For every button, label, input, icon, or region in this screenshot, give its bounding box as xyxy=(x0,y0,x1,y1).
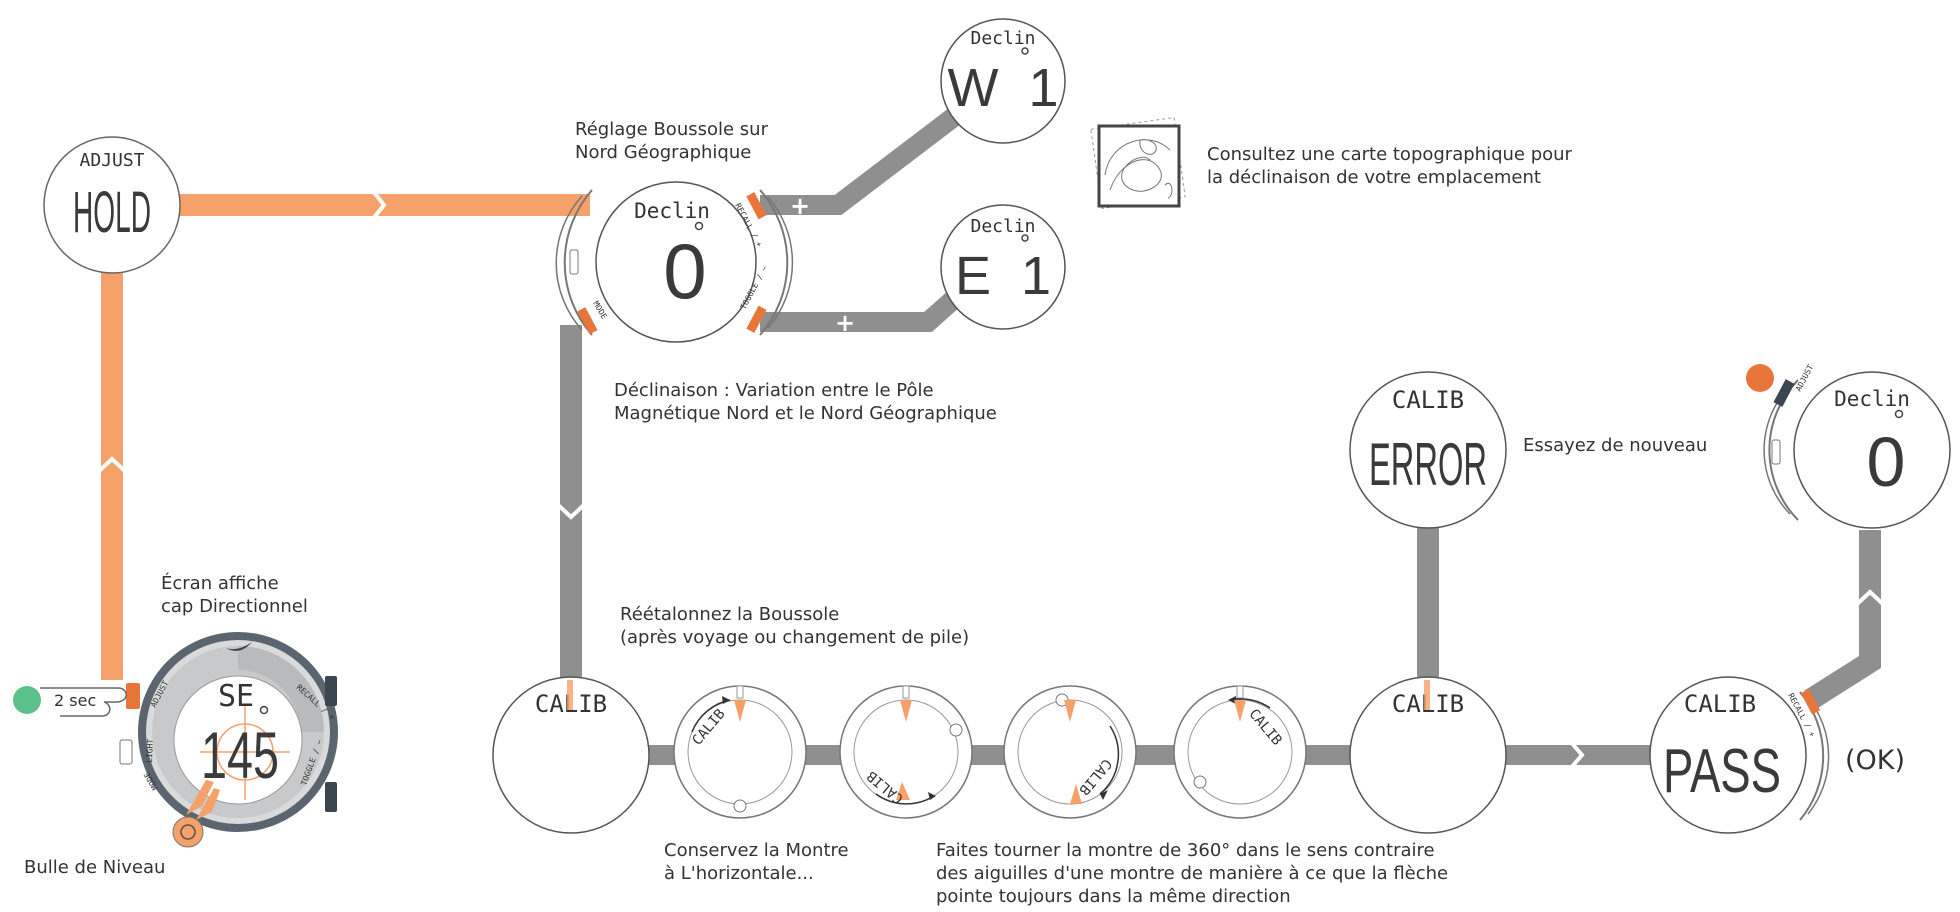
rotation-watch: CALIB xyxy=(839,685,973,819)
display-top-text: ADJUST xyxy=(79,150,144,171)
grey-path-vertical-left xyxy=(560,325,582,695)
grey-path-to-error xyxy=(1417,528,1439,683)
display-top-text: Declin xyxy=(970,216,1035,237)
heading-watch: ADJUST LIGHT MODE RECALL / + TOGGLE / − … xyxy=(119,632,338,848)
grey-path-to-w1 xyxy=(760,108,962,215)
display-top-text: Declin xyxy=(634,199,710,223)
finger-press-icon xyxy=(13,686,127,717)
flow-chevron xyxy=(95,456,129,475)
adjust-hold-display: ADJUST HOLD xyxy=(43,136,181,274)
label-consultez: Consultez une carte topographique pour l… xyxy=(1207,144,1572,188)
level-bubble-icon xyxy=(172,816,204,848)
recall-button-marker xyxy=(1800,689,1821,715)
calib-start-display: CALIB xyxy=(492,676,650,834)
green-press-dot xyxy=(13,686,41,714)
orange-press-dot xyxy=(1746,364,1774,392)
label-faites: Faites tourner la montre de 360° dans le… xyxy=(936,840,1449,907)
label-two-sec: 2 sec xyxy=(54,691,97,710)
heading-value: 145 xyxy=(201,718,279,792)
plus-sign: + xyxy=(790,192,810,220)
heading-direction: SE xyxy=(218,679,254,714)
rotation-watch: CALIB xyxy=(1003,685,1137,819)
label-ecran: Écran affiche cap Directionnel xyxy=(161,573,308,617)
recall-button-marker xyxy=(746,192,767,220)
grey-path-to-final xyxy=(1804,530,1881,710)
grey-path-to-e1 xyxy=(760,290,962,332)
flow-chevron xyxy=(554,501,588,520)
flow-chevron xyxy=(1568,739,1585,771)
display-main-text: HOLD xyxy=(73,180,151,245)
display-main-text: 0 xyxy=(663,227,706,315)
display-main-text: E 1 xyxy=(955,246,1051,306)
mode-button-marker xyxy=(577,307,598,335)
label-conservez: Conservez la Montre à L'horizontale... xyxy=(664,840,849,884)
orange-path-vertical xyxy=(101,268,123,680)
declin-w1-display: Declin W 1 xyxy=(940,18,1066,144)
declin-watch: RECALL / + TOGGLE / − MODE Declin 0 xyxy=(555,181,794,343)
button-label-mode: MODE xyxy=(591,300,609,321)
display-top-text: CALIB xyxy=(1392,386,1464,414)
display-main-text: 0 xyxy=(1867,423,1906,501)
plus-sign: + xyxy=(835,309,855,337)
flow-chevron xyxy=(1854,589,1886,607)
display-top-text: Declin xyxy=(970,28,1035,49)
label-declinaison: Déclinaison : Variation entre le Pôle Ma… xyxy=(614,380,997,424)
display-top-text: Declin xyxy=(1834,387,1910,411)
calib-pass-watch: RECALL / + CALIB PASS xyxy=(1649,676,1830,834)
rotation-watch: CALIB xyxy=(673,685,807,819)
toggle-button-marker xyxy=(746,305,767,333)
button-label-adjust: ADJUST xyxy=(1794,363,1816,393)
nike-swoosh-logo xyxy=(226,642,252,651)
display-main-text: PASS xyxy=(1663,737,1781,806)
label-bulle: Bulle de Niveau xyxy=(24,857,166,878)
label-essayez: Essayez de nouveau xyxy=(1523,435,1708,456)
calib-error-display: CALIB ERROR xyxy=(1349,371,1507,529)
display-main-text: ERROR xyxy=(1369,431,1487,498)
display-main-text: W 1 xyxy=(947,58,1058,118)
label-ok: (OK) xyxy=(1845,745,1906,776)
display-top-text: CALIB xyxy=(1684,690,1756,718)
flow-chevron xyxy=(370,188,387,222)
rotation-watch: CALIB xyxy=(1173,685,1307,819)
button-label-light: LIGHT xyxy=(145,739,155,764)
declin-final-watch: ADJUST Declin 0 xyxy=(1746,363,1951,529)
topographic-map-icon xyxy=(1090,116,1186,210)
label-reetalonnez: Réétalonnez la Boussole (après voyage ou… xyxy=(620,604,970,648)
calib-end-display: CALIB xyxy=(1349,676,1507,834)
declin-e1-display: Declin E 1 xyxy=(940,204,1066,330)
label-reglage: Réglage Boussole sur Nord Géographique xyxy=(575,119,768,163)
